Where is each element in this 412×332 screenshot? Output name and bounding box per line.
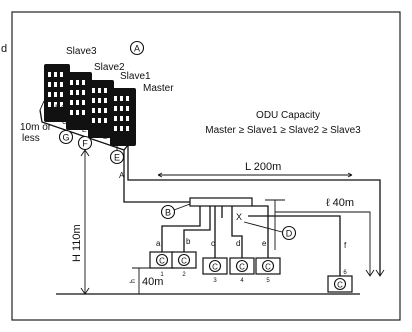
l-arrow-left <box>157 172 163 178</box>
l-40m-bracket <box>275 211 371 276</box>
label-slave2: Slave2 <box>94 62 125 73</box>
label-l-40m: ℓ 40m <box>326 197 354 209</box>
indoor-unit-2: C 2 <box>171 251 197 278</box>
branch-pipe-a <box>161 218 201 252</box>
branch-pipe-b <box>183 218 211 252</box>
label-slave1: Slave1 <box>120 71 151 82</box>
odu-drop-pipes <box>55 115 119 145</box>
label-less: less <box>22 133 40 144</box>
indoor-unit-6: C 6 <box>327 270 353 293</box>
indoor-unit-6-number: 6 <box>343 270 347 276</box>
indoor-unit-5-number: 5 <box>266 278 270 284</box>
diagram-frame <box>11 11 401 321</box>
indoor-unit-6-marker: C <box>337 281 343 290</box>
joint-3 <box>112 138 117 142</box>
outdoor-unit-master <box>110 88 136 146</box>
tag-g-small: G <box>62 119 67 126</box>
odu-header-pipe-outer <box>39 109 129 151</box>
l-total-arrow <box>375 269 385 277</box>
outdoor-unit-group <box>44 64 136 146</box>
h1-dimension <box>49 99 55 116</box>
label-10m-or: 10m or <box>20 122 52 133</box>
h-40m-dimension <box>132 267 152 295</box>
marker-d-label: D <box>286 229 293 239</box>
indoor-unit-2-marker: C <box>181 257 187 266</box>
odu-capacity-title: ODU Capacity <box>256 110 320 121</box>
marker-b-circle <box>160 204 176 220</box>
joint-1 <box>72 121 77 125</box>
pipe-a-to-header <box>123 150 196 203</box>
marker-b-label: B <box>165 208 171 218</box>
marker-a-label: A <box>134 44 140 54</box>
branch-label-e: e <box>262 239 267 248</box>
marker-f-label: F <box>82 139 88 149</box>
branch-label-f: f <box>344 241 347 250</box>
outdoor-unit-slave2 <box>66 72 92 130</box>
label-slave3: Slave3 <box>66 46 97 57</box>
indoor-unit-4: C 4 <box>229 257 255 284</box>
marker-a-circle <box>129 40 145 56</box>
joint-2 <box>92 130 97 134</box>
label-h1: h1 <box>55 104 67 115</box>
l-arrow-right <box>347 172 353 178</box>
branch-pipe-e <box>252 205 269 258</box>
label-master: Master <box>143 83 174 94</box>
branch-label-b: b <box>186 237 191 246</box>
indoor-unit-1-number: 1 <box>160 272 164 278</box>
branch-label-d: d <box>236 239 240 248</box>
marker-d-circle <box>281 225 297 241</box>
odu-header-pipe-end <box>39 100 45 111</box>
outdoor-unit-slave1 <box>88 80 114 138</box>
label-h-small: h <box>130 279 137 283</box>
branch-header <box>189 197 253 207</box>
indoor-unit-3: C 3 <box>202 257 228 284</box>
odu-capacity-rule: Master ≥ Slave1 ≥ Slave2 ≥ Slave3 <box>205 125 361 136</box>
l-40m-top <box>265 199 285 250</box>
indoor-unit-3-number: 3 <box>213 278 217 284</box>
branch-header-stubs <box>199 206 233 218</box>
indoor-unit-1-marker: C <box>159 257 165 266</box>
marker-b-leader <box>173 203 191 211</box>
h-arrow-top <box>80 149 90 157</box>
marker-d-leader <box>243 221 283 233</box>
outdoor-unit-slave3 <box>44 64 70 122</box>
branch-pipe-f <box>248 215 341 276</box>
indoor-unit-5-marker: C <box>265 263 271 272</box>
indoor-unit-3-marker: C <box>212 263 218 272</box>
label-pipe-a: A <box>119 171 125 180</box>
indoor-unit-5: C 5 <box>255 257 281 284</box>
l-40m-arrow <box>365 269 375 277</box>
label-h-110m: H 110m <box>71 224 83 262</box>
label-h-40m: 40m <box>142 276 163 288</box>
label-x: X <box>236 212 242 222</box>
indoor-unit-2-number: 2 <box>182 272 186 278</box>
edge-character: d <box>1 43 7 55</box>
branch-label-c: c <box>211 239 215 248</box>
marker-g-circle <box>58 129 74 145</box>
label-l-200m: L 200m <box>245 161 281 173</box>
indoor-unit-1: C 1 <box>149 251 175 278</box>
indoor-unit-4-number: 4 <box>240 278 244 284</box>
h-arrow-bottom <box>80 287 90 295</box>
tag-e-small-1: E <box>82 127 87 134</box>
marker-g-label: G <box>62 133 69 143</box>
indoor-unit-4-marker: C <box>239 263 245 272</box>
tag-e-small-2: E <box>103 134 108 141</box>
branch-pipe-d <box>231 218 243 258</box>
branch-label-a: a <box>156 239 161 248</box>
marker-e-label: E <box>114 153 120 163</box>
